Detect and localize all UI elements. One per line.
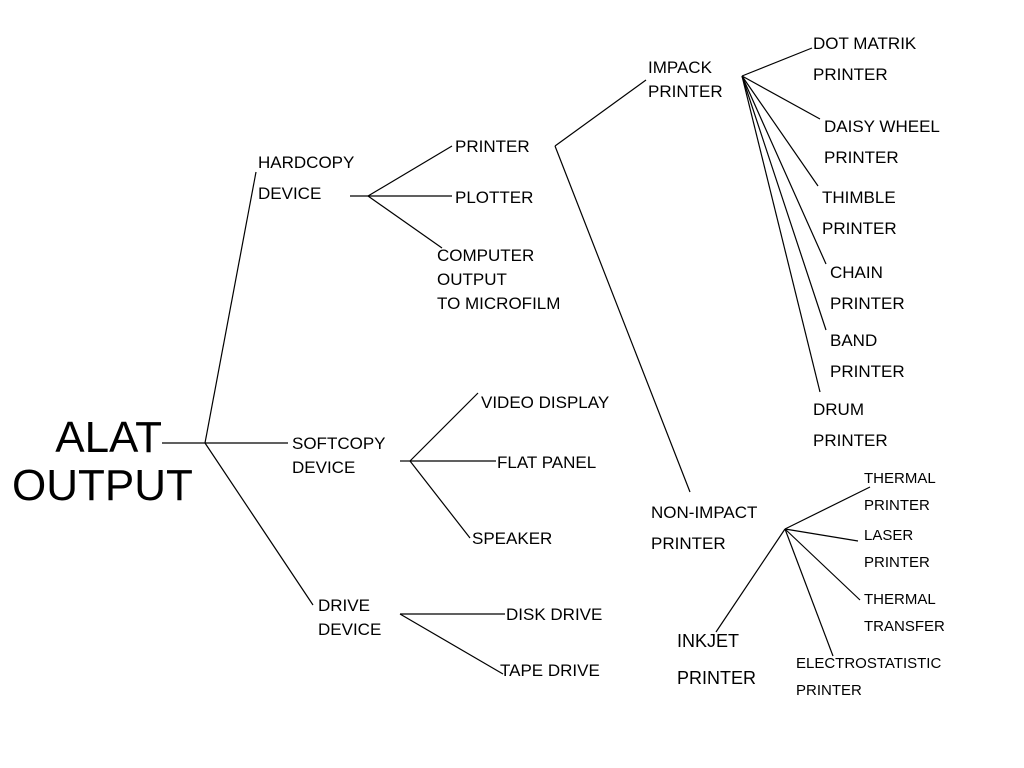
node-drive-device: DRIVE DEVICE	[318, 594, 381, 642]
node-electrostatistic-line1: ELECTROSTATISTIC	[796, 655, 942, 672]
node-daisy-wheel-line1: DAISY WHEEL	[824, 117, 940, 136]
node-non-impact-line1: NON-IMPACT	[651, 503, 758, 522]
node-speaker: SPEAKER	[472, 523, 552, 554]
node-flat-panel-label: FLAT PANEL	[497, 453, 597, 472]
node-chain-line2: PRINTER	[830, 294, 905, 313]
node-inkjet-printer: INKJET PRINTER	[677, 623, 756, 697]
connector-nonimpact-electrostatistic	[784, 528, 834, 657]
node-thimble-printer: THIMBLE PRINTER	[822, 182, 897, 244]
node-printer: PRINTER	[455, 131, 530, 162]
connector-nonimpact-thermal	[784, 486, 871, 530]
node-drive-device-line1: DRIVE	[318, 596, 370, 615]
connector-impact-thimble	[741, 75, 819, 187]
node-com-line2: OUTPUT	[437, 270, 507, 289]
node-thimble-line1: THIMBLE	[822, 188, 896, 207]
node-impack-printer-line1: IMPACK	[648, 58, 712, 77]
node-computer-output-to-microfilm: COMPUTER OUTPUT TO MICROFILM	[437, 244, 560, 316]
node-dot-matrik-printer: DOT MATRIK PRINTER	[813, 28, 916, 90]
connector-impact-daisywheel	[741, 75, 821, 120]
node-hardcopy-device-line1: HARDCOPY	[258, 153, 355, 172]
node-chain-line1: CHAIN	[830, 263, 883, 282]
node-electrostatistic-printer: ELECTROSTATISTIC PRINTER	[796, 650, 941, 704]
node-drum-line1: DRUM	[813, 400, 864, 419]
node-alat-output-line2: OUTPUT	[12, 461, 193, 510]
connector-nonimpact-laser	[784, 528, 859, 542]
node-laser-line2: PRINTER	[864, 554, 930, 571]
node-laser-line1: LASER	[864, 527, 914, 544]
connector-nonimpact-thermaltransfer	[784, 528, 861, 601]
connector-hardcopy-printer	[367, 145, 453, 197]
node-daisy-wheel-printer: DAISY WHEEL PRINTER	[824, 111, 940, 173]
node-daisy-wheel-line2: PRINTER	[824, 148, 899, 167]
node-band-printer: BAND PRINTER	[830, 325, 905, 387]
connector-root-drive	[204, 442, 314, 606]
node-thimble-line2: PRINTER	[822, 219, 897, 238]
node-plotter: PLOTTER	[455, 182, 533, 213]
node-drum-line2: PRINTER	[813, 431, 888, 450]
node-video-display-label: VIDEO DISPLAY	[481, 393, 610, 412]
node-inkjet-line1: INKJET	[677, 631, 740, 651]
node-alat-output: ALAT OUTPUT	[12, 413, 193, 510]
node-thermal-printer-line1: THERMAL	[864, 470, 936, 487]
connector-nonimpact-inkjet	[715, 528, 786, 633]
node-hardcopy-device-line2: DEVICE	[258, 184, 322, 203]
node-flat-panel: FLAT PANEL	[497, 447, 596, 478]
node-disk-drive-label: DISK DRIVE	[506, 605, 603, 624]
node-non-impact-line2: PRINTER	[651, 534, 726, 553]
node-thermal-printer: THERMAL PRINTER	[864, 465, 936, 519]
node-disk-drive: DISK DRIVE	[506, 599, 602, 630]
connector-root-hardcopy	[204, 171, 257, 444]
node-band-line1: BAND	[830, 331, 878, 350]
node-plotter-label: PLOTTER	[455, 188, 534, 207]
connector-printer-impact	[554, 79, 647, 147]
node-video-display: VIDEO DISPLAY	[481, 387, 609, 418]
node-thermal-printer-line2: PRINTER	[864, 497, 930, 514]
node-inkjet-line2: PRINTER	[677, 668, 757, 688]
node-thermal-transfer-line2: TRANSFER	[864, 618, 945, 635]
node-dot-matrik-line2: PRINTER	[813, 65, 888, 84]
connector-hardcopy-com	[367, 195, 443, 249]
node-impack-printer: IMPACK PRINTER	[648, 56, 723, 104]
node-drive-device-line2: DEVICE	[318, 620, 382, 639]
connector-printer-nonimpact	[554, 145, 691, 493]
node-dot-matrik-line1: DOT MATRIK	[813, 34, 917, 53]
node-non-impact-printer: NON-IMPACT PRINTER	[651, 497, 757, 559]
node-softcopy-device: SOFTCOPY DEVICE	[292, 432, 386, 480]
connector-softcopy-speaker	[409, 460, 471, 539]
node-com-line1: COMPUTER	[437, 246, 535, 265]
connector-impact-chain	[741, 75, 827, 265]
connector-impact-band	[741, 75, 827, 331]
node-electrostatistic-line2: PRINTER	[796, 682, 862, 699]
node-band-line2: PRINTER	[830, 362, 905, 381]
node-printer-label: PRINTER	[455, 137, 530, 156]
node-chain-printer: CHAIN PRINTER	[830, 257, 905, 319]
node-drum-printer: DRUM PRINTER	[813, 394, 888, 456]
node-impack-printer-line2: PRINTER	[648, 82, 723, 101]
node-softcopy-device-line2: DEVICE	[292, 458, 356, 477]
node-softcopy-device-line1: SOFTCOPY	[292, 434, 386, 453]
node-thermal-transfer: THERMAL TRANSFER	[864, 586, 945, 640]
node-alat-output-line1: ALAT	[55, 413, 162, 462]
connector-impact-drum	[741, 75, 821, 393]
node-laser-printer: LASER PRINTER	[864, 522, 930, 576]
node-com-line3: TO MICROFILM	[437, 294, 561, 313]
connector-drive-tape	[399, 613, 504, 675]
connector-softcopy-video	[409, 392, 479, 462]
node-thermal-transfer-line1: THERMAL	[864, 591, 936, 608]
node-speaker-label: SPEAKER	[472, 529, 553, 548]
node-tape-drive: TAPE DRIVE	[500, 655, 600, 686]
connector-impact-dotmatrik	[741, 47, 813, 77]
node-tape-drive-label: TAPE DRIVE	[500, 661, 600, 680]
node-hardcopy-device: HARDCOPY DEVICE	[258, 147, 354, 209]
